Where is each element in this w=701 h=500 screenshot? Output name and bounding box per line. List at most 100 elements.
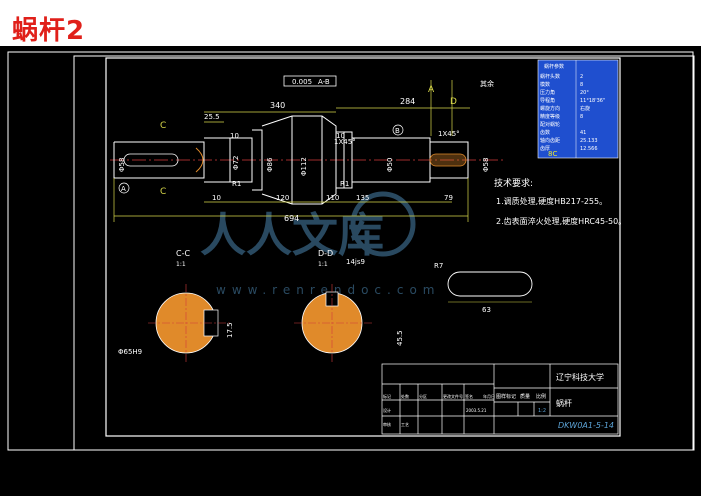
section-d-scale: 1:1 (318, 261, 328, 268)
title-block (381, 363, 619, 435)
spec-table: 蜗杆参数 蜗杆头数 2 模数 8 压力角 20° 导程角 11°18'36" 螺旋方向 右… (537, 59, 619, 159)
title-row-label: 更改文件号 (443, 393, 463, 399)
title-drawing-no: DKW0A1-5-14 (558, 421, 614, 430)
label-marker-a: A (428, 85, 435, 95)
section-c-label: C-C (176, 249, 190, 258)
spec-value: 2 (580, 74, 583, 80)
spec-value: 25.133 (580, 138, 598, 144)
left-break-line (195, 147, 204, 173)
dim-d1: 10 (212, 194, 221, 202)
spec-label: 齿数 (540, 129, 550, 136)
title-review: 审核 (383, 421, 391, 427)
dim-d6: 10 (230, 132, 239, 140)
requirement-2: 2.齿表面淬火处理,硬度HRC45-50。 (496, 216, 626, 226)
section-c-width: 17.5 (226, 322, 234, 338)
cut-c-bottom: C (160, 187, 166, 197)
dim-d2: 120 (276, 194, 289, 202)
dim-offset: 284 (400, 97, 415, 106)
dim-d7: 10 (336, 132, 345, 140)
title-school: 辽宁科技大学 (556, 372, 604, 382)
dim-d5: 79 (444, 194, 453, 202)
radius-r1: R1 (232, 180, 241, 188)
spec-label: 精度等级 (540, 113, 560, 120)
dim-total: 694 (284, 214, 299, 223)
drawing-frame (105, 57, 621, 437)
chamfer-right: 1X45° (438, 130, 460, 138)
dia-mid1: Φ72 (232, 156, 240, 170)
keyway-detail (447, 271, 533, 297)
spec-label: 螺旋方向 (540, 105, 560, 112)
section-d-height: 45.5 (396, 330, 404, 346)
callout-a: A (121, 185, 126, 193)
spec-header: 蜗杆参数 (544, 63, 564, 70)
shaft-outline (113, 115, 469, 205)
section-c-dia: Φ65H9 (118, 348, 142, 356)
cut-c-top: C (160, 121, 166, 131)
dim-d3: 110 (326, 194, 339, 202)
spec-label: 轴向齿距 (540, 137, 560, 144)
radius-r2: R1 (340, 180, 349, 188)
dim-left-gap: 25.5 (204, 113, 220, 121)
title-row-label: 处数 (401, 393, 409, 399)
tolerance-value: 0.005 (292, 78, 312, 86)
callout-b-circle (392, 124, 404, 136)
watermark-text: 人人文库 (200, 208, 384, 262)
title-weight-label: 质量 (520, 393, 530, 400)
surface-mark: 其余 (480, 79, 494, 88)
spec-value: 8 (580, 114, 583, 120)
spec-value: 右旋 (580, 105, 590, 112)
title-row-label: 分区 (419, 393, 427, 399)
border-frame (73, 55, 695, 451)
cad-drawing-canvas: 人人文库 www.renrendoc.com 0.005 A-B 340 284… (0, 46, 701, 496)
spec-label: 模数 (540, 81, 550, 88)
title-row-label: 年月日 (483, 393, 495, 399)
dia-right: Φ50 (386, 158, 394, 172)
spec-value: 8 (580, 82, 583, 88)
title-ratio: 1:2 (538, 408, 546, 414)
spec-label: 导程角 (540, 97, 555, 104)
spec-value: 11°18'36" (580, 98, 605, 104)
title-row-label: 标记 (383, 393, 391, 399)
top-dimension-lines (204, 80, 470, 136)
title-scale-label: 图样标记 (496, 393, 516, 400)
cad-drawing: 人人文库 www.renrendoc.com 0.005 A-B 340 284… (7, 51, 695, 451)
tolerance-datum: A-B (318, 78, 330, 86)
spec-label: 配对蜗轮 (540, 121, 560, 128)
spec-label: 齿厚 (540, 146, 550, 152)
title-date: 2003.5.21 (466, 408, 487, 413)
watermark: 人人文库 www.renrendoc.com (200, 191, 440, 297)
chamfer-left: 1X45° (334, 138, 356, 146)
section-d-width: 14js9 (346, 258, 365, 266)
spec-value: 12.566 (580, 146, 598, 152)
keyway-length: 63 (482, 306, 491, 314)
dim-d4: 135 (356, 194, 369, 202)
title-process: 工艺 (401, 422, 409, 427)
dia-mid2: Φ86 (266, 157, 274, 172)
spec-value: 20° (580, 90, 589, 96)
spec-mark: 8C (548, 150, 557, 158)
tolerance-frame (283, 75, 337, 87)
label-marker-d: D (450, 97, 457, 107)
watermark-url: www.renrendoc.com (216, 283, 440, 297)
title-part: 蜗杆 (556, 398, 572, 408)
section-d-label: D-D (318, 249, 333, 258)
title-row-label: 签名 (465, 393, 473, 399)
callout-a-circle (118, 182, 130, 194)
right-keyway (429, 153, 467, 167)
spec-label: 蜗杆头数 (540, 73, 560, 80)
dia-left: Φ58 (118, 158, 126, 172)
title-design: 设计 (383, 407, 391, 413)
bottom-dimension-lines (113, 178, 469, 222)
spec-label: 压力角 (540, 89, 555, 96)
section-c-scale: 1:1 (176, 261, 186, 268)
requirement-1: 1.调质处理,硬度HB217-255。 (496, 196, 607, 206)
requirements-title: 技术要求: (494, 177, 533, 189)
page-title: 蜗杆2 (12, 16, 86, 46)
spec-value: 41 (580, 130, 586, 136)
dia-right2: Φ58 (482, 158, 490, 172)
left-keyway (123, 153, 179, 167)
callout-b: B (395, 127, 400, 135)
keyway-radius: R7 (434, 262, 443, 270)
title-ratio-label: 比例 (536, 393, 546, 400)
dim-overall-shaft: 340 (270, 101, 285, 110)
